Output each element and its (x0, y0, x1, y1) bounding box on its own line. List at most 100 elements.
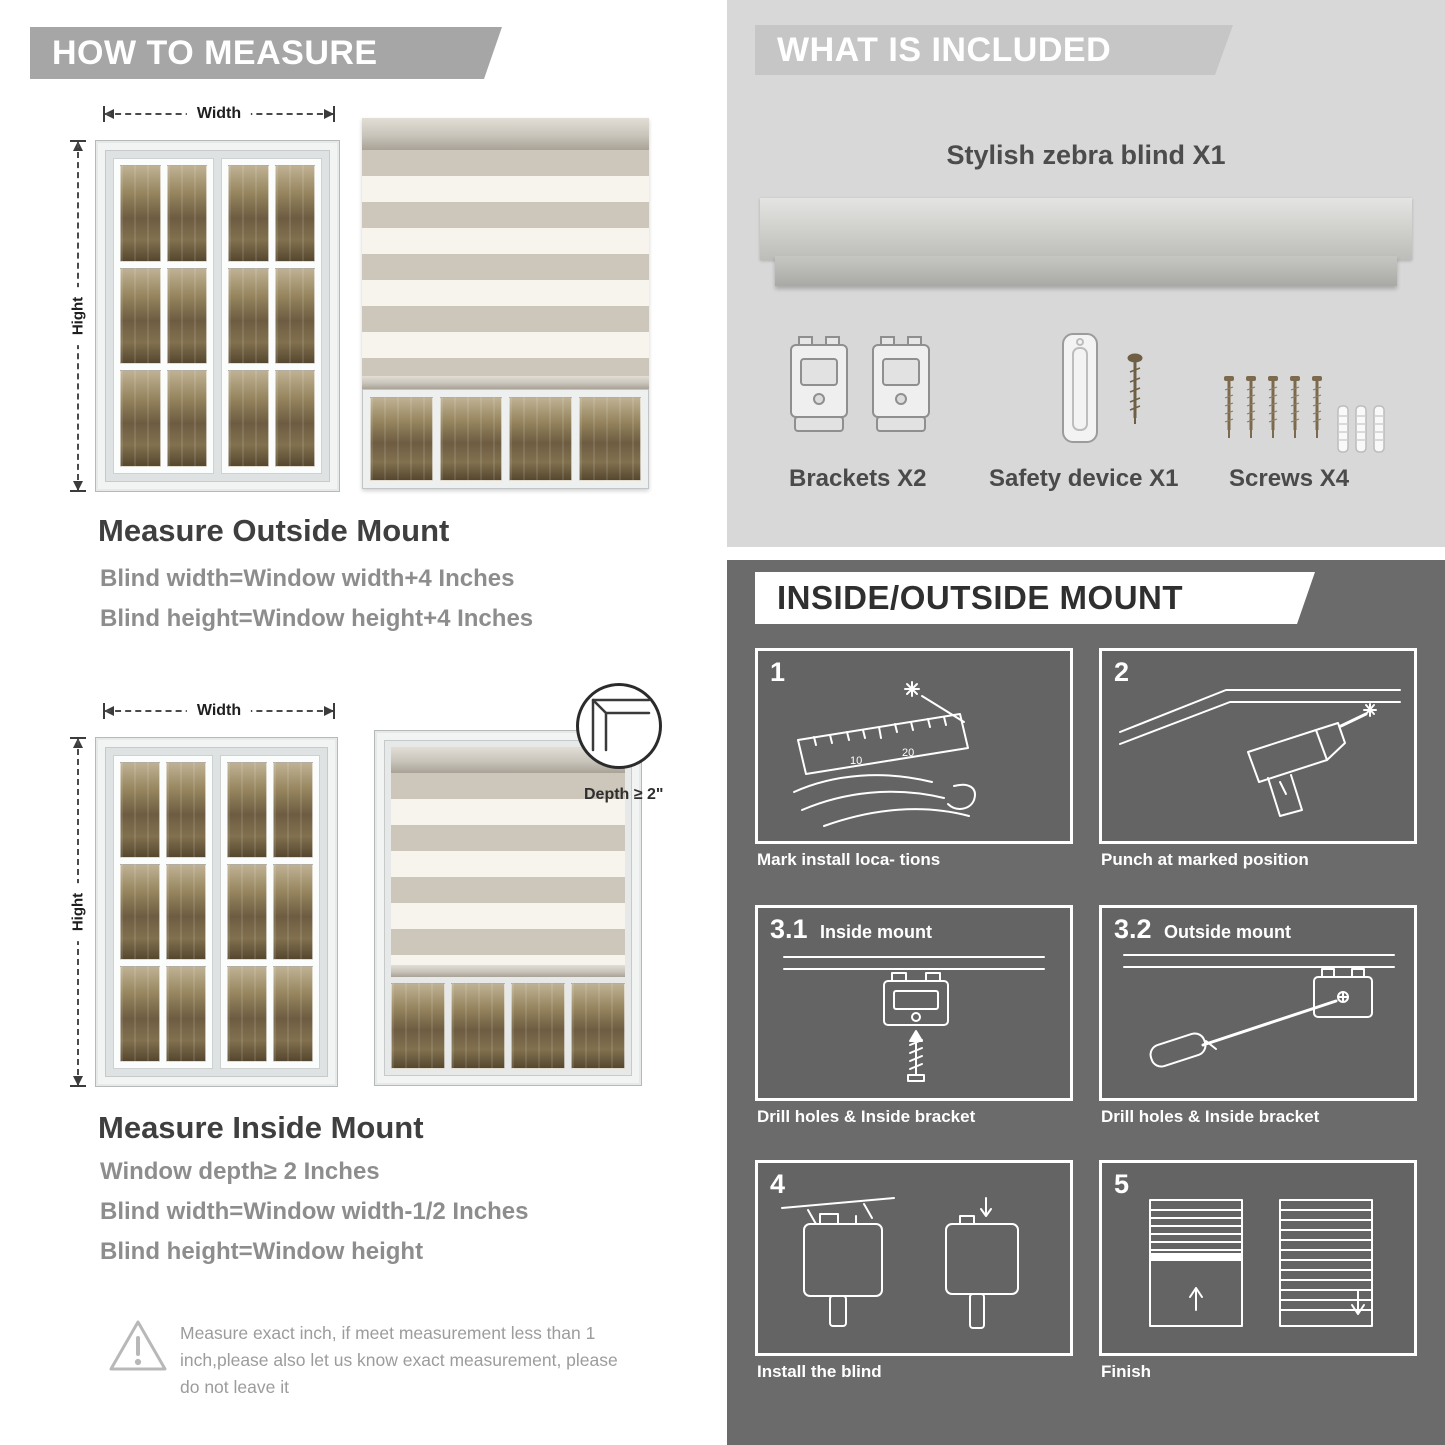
step-caption-1: Mark install loca- tions (757, 850, 941, 869)
window-illustration-inside (95, 737, 338, 1087)
brackets-label: Brackets X2 (789, 465, 927, 492)
window-pane (274, 165, 315, 262)
window-pane (274, 267, 315, 365)
window-pane (120, 966, 160, 1062)
window-pane (120, 762, 160, 858)
ruler-number: 20 (902, 747, 914, 759)
finish-blinds-illustration-icon (1149, 1198, 1373, 1327)
depth-callout-label: Depth ≥ 2" (584, 786, 664, 803)
step-number: 3.2 (1114, 914, 1152, 944)
window-casing (384, 740, 632, 1076)
inside-formula-depth: Window depth≥ 2 Inches (100, 1158, 380, 1185)
window-sash-left (113, 755, 213, 1069)
window-pane (578, 397, 641, 481)
window-pane (273, 864, 313, 960)
warning-text: Measure exact inch, if meet measurement … (180, 1323, 618, 1398)
step-number: 1 (770, 657, 786, 687)
window-pane (228, 165, 269, 262)
arrow-down-icon (73, 481, 83, 491)
screws-label: Screws X4 (1229, 465, 1350, 492)
outside-bracket-illustration-icon (1123, 953, 1395, 1068)
window-pane (439, 397, 502, 481)
window-pane (509, 397, 572, 481)
window-pane (571, 983, 625, 1069)
window-pane (273, 762, 313, 858)
arrow-right-icon (324, 109, 334, 119)
safety-device-icon (1062, 333, 1143, 443)
how-to-measure-banner: HOW TO MEASURE (30, 27, 502, 79)
inside-mount-label: Inside mount (820, 922, 932, 942)
depth-magnifier-icon (576, 683, 662, 769)
measure-tick (70, 1085, 86, 1087)
window-under-blind (362, 389, 649, 489)
outside-formula-height: Blind height=Window height+4 Inches (100, 605, 534, 632)
inside-formula-height: Blind height=Window height (100, 1238, 424, 1265)
step-panel-3-1: 3.1 Inside mount (755, 905, 1073, 1101)
height-label: Hight (67, 882, 89, 942)
window-pane (120, 165, 161, 262)
outside-formula-width: Blind width=Window width+4 Inches (100, 565, 515, 592)
window-pane (228, 370, 269, 467)
measure-tick (333, 703, 335, 719)
window-pane (228, 267, 269, 365)
inside-mount-title: Measure Inside Mount (98, 1110, 424, 1145)
ruler-number: 10 (850, 755, 862, 767)
window-pane (166, 966, 206, 1062)
screws-icon (1224, 376, 1385, 453)
frame-corner-detail-icon (591, 698, 651, 752)
outside-mount-label: Outside mount (1164, 922, 1291, 942)
product-title: Stylish zebra blind X1 (946, 140, 1226, 170)
arrow-right-icon (324, 706, 334, 716)
window-pane (166, 267, 207, 365)
arrow-down-icon (73, 1076, 83, 1086)
zebra-fabric (391, 773, 625, 965)
window-pane (166, 864, 206, 960)
inside-bracket-illustration-icon (783, 955, 1045, 1082)
window-pane (391, 983, 445, 1069)
step-number: 3.1 (770, 914, 808, 944)
zebra-fabric (362, 150, 649, 376)
window-pane (120, 370, 161, 467)
inside-formula-width: Blind width=Window width-1/2 Inches (100, 1198, 529, 1225)
blind-bottomrail (391, 965, 625, 977)
window-pane (120, 864, 160, 960)
step-number: 4 (770, 1169, 786, 1199)
window-illustration-outside (95, 140, 340, 492)
blind-bottomrail (362, 376, 649, 389)
window-pane (227, 762, 267, 858)
what-is-included-section: WHAT IS INCLUDED Stylish zebra blind X1 (727, 0, 1445, 547)
window-pane (166, 762, 206, 858)
step-panel-5: 5 (1099, 1160, 1417, 1356)
window-sash-left (113, 158, 214, 474)
height-label: Hight (67, 286, 89, 346)
width-label: Width (186, 702, 252, 720)
window-pane (120, 267, 161, 365)
mark-location-illustration-icon: 10 20 (793, 680, 976, 827)
window-pane (511, 983, 565, 1069)
window-sash-right (220, 755, 320, 1069)
inside-outside-mount-section: INSIDE/OUTSIDE MOUNT 1 10 20 (727, 560, 1445, 1445)
height-measure-outside: Hight (67, 140, 89, 492)
step-panel-4: 4 (755, 1160, 1073, 1356)
outside-mount-title: Measure Outside Mount (98, 513, 450, 548)
measure-tick (70, 490, 86, 492)
zebra-blind-headrail-illustration (760, 198, 1412, 260)
window-sash-right (221, 158, 322, 474)
window-under-blind (391, 977, 625, 1069)
step-caption-5: Finish (1101, 1362, 1152, 1381)
window-pane (273, 966, 313, 1062)
window-casing (105, 150, 330, 482)
window-casing (105, 747, 328, 1077)
window-pane (451, 983, 505, 1069)
window-pane (166, 165, 207, 262)
window-pane (274, 370, 315, 467)
step-caption-4: Install the blind (757, 1362, 882, 1381)
install-blind-illustration-icon (781, 1196, 1019, 1329)
zebra-blind-headrail-lip (775, 256, 1397, 286)
window-pane (227, 864, 267, 960)
drill-illustration-icon (1119, 688, 1401, 817)
step-panel-3-2: 3.2 Outside mount (1099, 905, 1417, 1101)
what-is-included-banner: WHAT IS INCLUDED (755, 25, 1233, 75)
step-panel-1: 1 10 20 (755, 648, 1073, 844)
zebra-blind-inside-illustration (374, 730, 642, 1086)
